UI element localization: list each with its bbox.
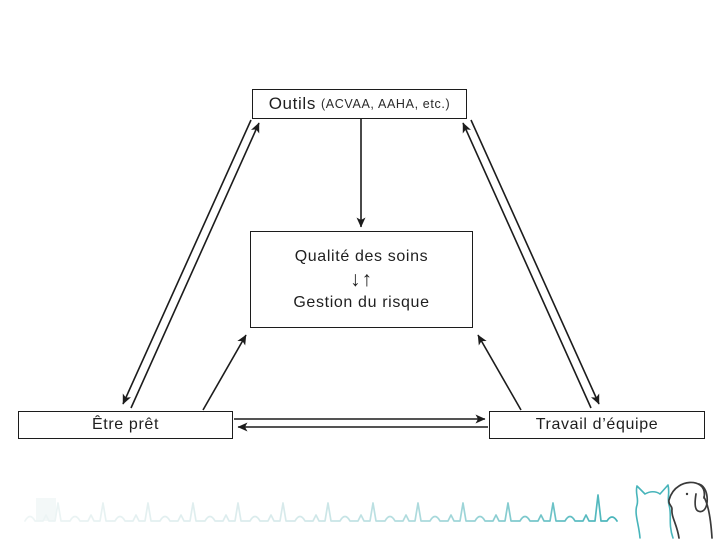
arrow-outils-travail-pair — [462, 119, 600, 409]
center-top-label: Qualité des soins — [294, 247, 429, 265]
travail-equipe-label: Travail d’équipe — [535, 416, 659, 433]
box-qualite-gestion: Qualité des soins ↓↑ Gestion du risque — [250, 231, 473, 328]
outils-subtitle: (ACVAA, AAHA, etc.) — [320, 97, 451, 111]
arrow-travail-to-center — [477, 334, 522, 411]
box-outils: Outils (ACVAA, AAHA, etc.) — [252, 89, 467, 119]
arrow-etrepret-travail-pair — [234, 414, 488, 432]
box-travail-equipe: Travail d’équipe — [489, 411, 705, 439]
center-bottom-label: Gestion du risque — [293, 293, 430, 311]
outils-title: Outils — [268, 94, 316, 113]
box-etre-pret: Être prêt — [18, 411, 233, 439]
arrow-etrepret-to-center — [202, 334, 247, 411]
arrow-outils-etrepret-pair — [122, 119, 260, 409]
up-down-arrows-icon: ↓↑ — [350, 267, 373, 291]
etre-pret-label: Être prêt — [91, 416, 160, 433]
